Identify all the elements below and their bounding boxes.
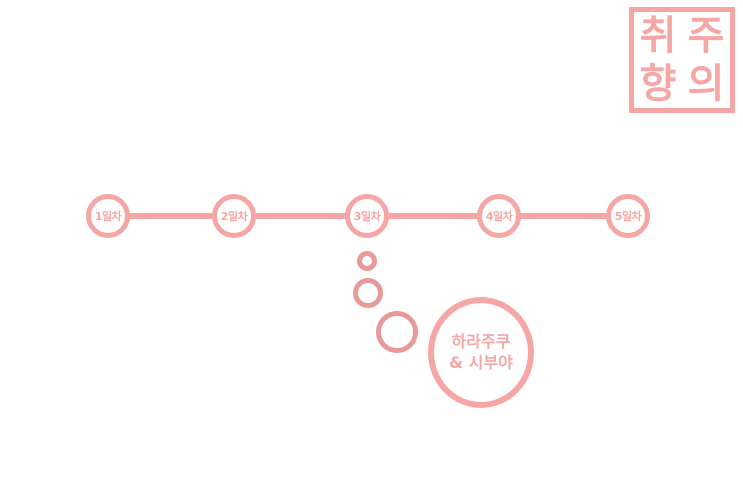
thought-dot-large — [376, 311, 418, 353]
day-node-5: 5일차 — [606, 194, 650, 238]
thought-line-1: 하라주쿠 — [451, 331, 511, 351]
thought-dot-small — [357, 251, 377, 271]
stamp-char-2: 주 — [687, 13, 725, 59]
stamp-char-1: 취 — [639, 13, 677, 59]
thought-line-2: & 시부야 — [449, 352, 513, 372]
stamp-char-4: 의 — [687, 61, 725, 107]
day-node-4: 4일차 — [477, 194, 521, 238]
day-node-1: 1일차 — [86, 194, 130, 238]
thought-bubble: 하라주쿠 & 시부야 — [428, 297, 534, 408]
title-stamp: 취 주 향 의 — [629, 7, 735, 113]
thought-dot-medium — [353, 278, 383, 308]
day-node-2: 2일차 — [212, 194, 256, 238]
stamp-char-3: 향 — [639, 61, 677, 107]
day-node-3: 3일차 — [345, 194, 389, 238]
